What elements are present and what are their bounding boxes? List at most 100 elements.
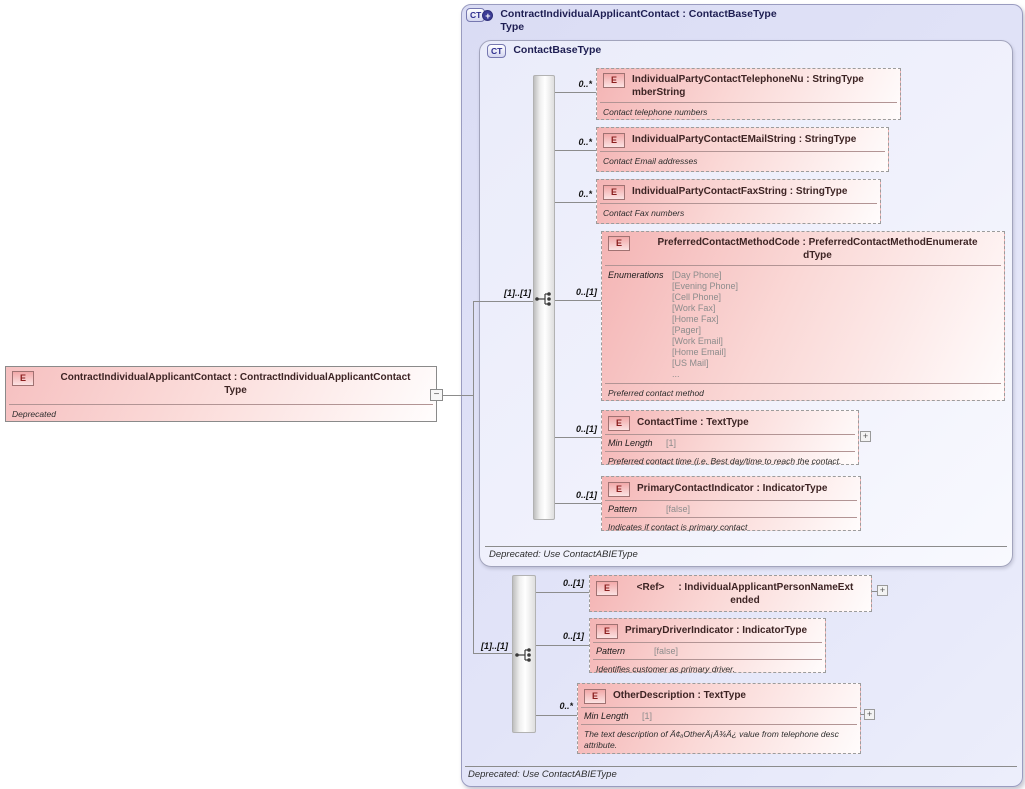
- element-annotation: The text description of Ä¢ₐOtherÄ¡Ä¾Ä¿ v…: [584, 729, 839, 750]
- facet-value: [false]: [654, 646, 679, 656]
- element-annotation: Contact Fax numbers: [603, 208, 685, 218]
- facet-row: Pattern [false]: [590, 644, 825, 658]
- element-box-individual-party-contact-telephone-number-string[interactable]: E IndividualPartyContactTelephoneNu : St…: [596, 68, 901, 120]
- cardinality-label: 0..*: [559, 701, 573, 711]
- connector-line: [536, 645, 589, 646]
- sequence-icon: [515, 648, 531, 662]
- enumeration-value: [US Mail]: [672, 358, 709, 368]
- element-box-individual-party-contact-fax-string[interactable]: E IndividualPartyContactFaxString : Stri…: [596, 179, 881, 224]
- divider: [593, 642, 822, 643]
- inner-container-header: CT ContactBaseType: [487, 44, 997, 58]
- connector-line: [536, 592, 589, 593]
- divider: [605, 517, 857, 518]
- enumeration-value: [Work Fax]: [672, 303, 716, 313]
- inner-container-footer-note: Deprecated: Use ContactABIEType: [489, 549, 638, 560]
- cardinality-label: 0..[1]: [575, 490, 597, 500]
- facet-label: Min Length: [608, 438, 653, 448]
- expand-handle[interactable]: +: [877, 585, 888, 596]
- element-icon: E: [608, 416, 630, 431]
- divider: [605, 265, 1001, 266]
- enumerations-facet: Enumerations [Day Phone] [Evening Phone]…: [602, 267, 1004, 382]
- divider: [605, 500, 857, 501]
- element-title: PreferredContactMethodCode : PreferredCo…: [657, 237, 978, 261]
- facet-label: Min Length: [584, 711, 629, 721]
- element-box-primary-contact-indicator[interactable]: E PrimaryContactIndicator : IndicatorTyp…: [601, 476, 861, 532]
- enumeration-value: [Pager]: [672, 325, 702, 335]
- connector-line: [872, 591, 877, 592]
- divider: [600, 102, 897, 103]
- extension-plus-icon: +: [482, 9, 494, 21]
- enumeration-value: [Evening Phone]: [672, 281, 739, 291]
- divider: [605, 434, 855, 435]
- element-icon: E: [603, 73, 625, 88]
- element-annotation: Identifies customer as primary driver.: [596, 664, 736, 674]
- connector-line: [536, 715, 577, 716]
- divider: [581, 707, 857, 708]
- divider: [600, 151, 885, 152]
- group-cardinality: [1]..[1]: [504, 288, 531, 298]
- element-title: ContactTime : TextType: [637, 417, 749, 428]
- inner-footer-divider: [485, 546, 1007, 547]
- element-icon: E: [608, 236, 630, 251]
- collapse-handle[interactable]: −: [430, 389, 443, 401]
- element-title: PrimaryContactIndicator : IndicatorType: [637, 483, 828, 494]
- connector-line: [555, 202, 596, 203]
- cardinality-label: 0..[1]: [575, 287, 597, 297]
- element-title: IndividualPartyContactFaxString : String…: [632, 186, 848, 197]
- element-icon: E: [608, 482, 630, 497]
- outer-footer-divider: [465, 766, 1017, 767]
- cardinality-label: 0..[1]: [562, 578, 584, 588]
- connector-line: [473, 301, 474, 654]
- cardinality-label: 0..*: [578, 79, 592, 89]
- element-box-other-description[interactable]: E OtherDescription : TextType Min Length…: [577, 683, 861, 754]
- element-box-preferred-contact-method-code[interactable]: E PreferredContactMethodCode : Preferred…: [601, 231, 1005, 401]
- sequence-compositor-bar[interactable]: [533, 75, 555, 520]
- cardinality-label: 0..[1]: [562, 631, 584, 641]
- facet-value: [false]: [666, 504, 691, 514]
- enumeration-ellipsis: ...: [672, 369, 680, 379]
- facet-row: Min Length [1]: [578, 709, 860, 723]
- element-box-contract-individual-applicant-contact[interactable]: E ContractIndividualApplicantContact : C…: [5, 366, 437, 422]
- expand-handle[interactable]: +: [864, 709, 875, 720]
- connector-line: [555, 92, 596, 93]
- element-title: OtherDescription : TextType: [613, 690, 746, 701]
- element-annotation: Deprecated: [12, 409, 56, 419]
- element-icon: E: [596, 624, 618, 639]
- facet-value: [1]: [666, 438, 677, 448]
- connector-line: [473, 301, 533, 302]
- inner-container-title: ContactBaseType: [513, 44, 602, 56]
- element-box-individual-party-contact-email-string[interactable]: E IndividualPartyContactEMailString : St…: [596, 127, 889, 172]
- outer-container-header: CT + ContractIndividualApplicantContact …: [466, 8, 1006, 34]
- element-title: IndividualPartyContactTelephoneNu : Stri…: [632, 74, 864, 98]
- facet-label: Pattern: [596, 646, 626, 656]
- element-icon: E: [12, 371, 34, 386]
- element-icon: E: [603, 185, 625, 200]
- element-icon: E: [603, 133, 625, 148]
- divider: [9, 404, 433, 405]
- enumeration-value: [Work Email]: [672, 336, 723, 346]
- element-annotation: Indicates if contact is primary contact: [608, 522, 748, 532]
- sequence-icon: [535, 292, 551, 306]
- ct-icon: CT: [487, 44, 507, 58]
- element-icon: E: [596, 581, 618, 596]
- divider: [605, 383, 1001, 384]
- facet-label: Enumerations: [608, 270, 664, 280]
- element-box-primary-driver-indicator[interactable]: E PrimaryDriverIndicator : IndicatorType…: [589, 618, 826, 674]
- group-cardinality: [1]..[1]: [481, 641, 508, 651]
- element-title: ContractIndividualApplicantContact : Con…: [60, 372, 411, 396]
- connector-line: [443, 395, 473, 396]
- element-box-contact-time[interactable]: E ContactTime : TextType Min Length [1] …: [601, 410, 859, 466]
- connector-line: [555, 503, 601, 504]
- element-title: <Ref> : IndividualApplicantPersonNameExt…: [636, 582, 854, 606]
- enumeration-value: [Cell Phone]: [672, 292, 722, 302]
- expand-handle[interactable]: +: [860, 431, 871, 442]
- enumeration-values: [Day Phone] [Evening Phone] [Cell Phone]…: [672, 270, 998, 380]
- element-box-ref-individual-applicant-person-name-extended[interactable]: E <Ref> : IndividualApplicantPersonNameE…: [589, 575, 872, 612]
- element-annotation: Preferred contact time (i.e. Best day/ti…: [608, 456, 842, 466]
- facet-value: [1]: [642, 711, 653, 721]
- cardinality-label: 0..*: [578, 189, 592, 199]
- facet-row: Min Length [1]: [602, 436, 858, 450]
- connector-line: [861, 714, 864, 715]
- divider: [581, 724, 857, 725]
